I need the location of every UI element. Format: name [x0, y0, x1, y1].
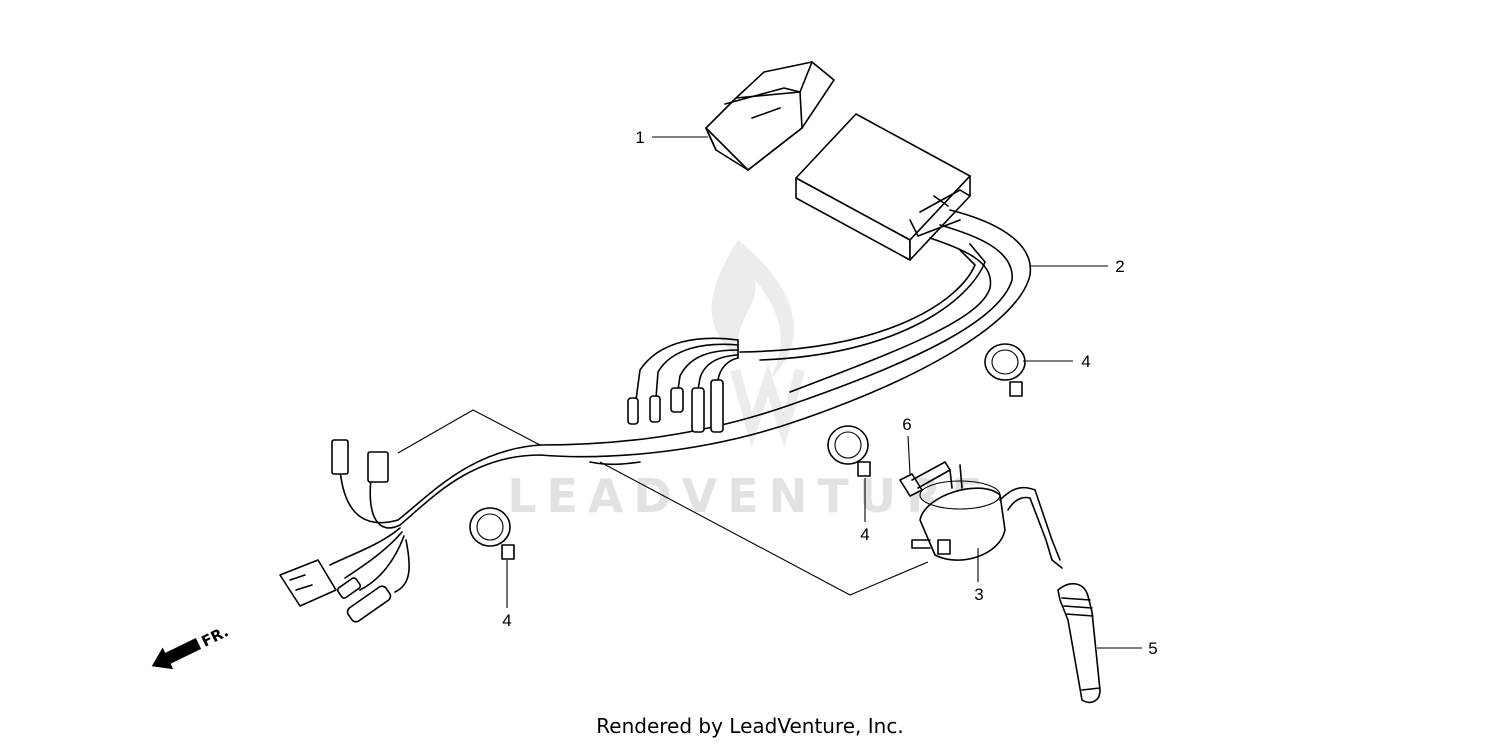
part-wire-harness[interactable]: [279, 209, 1032, 624]
callout-4-right: 4: [1081, 352, 1090, 371]
callout-2: 2: [1115, 257, 1124, 276]
part-clamp-left[interactable]: [469, 507, 515, 560]
callout-4-left: 4: [502, 611, 511, 630]
callout-3: 3: [974, 585, 983, 604]
callout-6: 6: [902, 415, 911, 434]
part-spark-plug-cap[interactable]: [1057, 583, 1101, 704]
callout-4-middle: 4: [860, 525, 869, 544]
bracket-line-lower: [599, 461, 929, 596]
callout-1: 1: [635, 128, 644, 147]
front-direction-arrow: FR.: [151, 622, 232, 670]
part-ignition-coil[interactable]: [911, 464, 1063, 569]
part-cdi-cover[interactable]: [705, 61, 835, 171]
bracket-line-upper: [397, 409, 541, 454]
part-cdi-unit[interactable]: [795, 113, 971, 261]
watermark: LEADVENTURE: [507, 240, 983, 523]
front-direction-label: FR.: [199, 622, 232, 650]
part-clamp-right[interactable]: [984, 343, 1026, 397]
callout-5: 5: [1148, 639, 1157, 658]
part-clamp-middle[interactable]: [827, 425, 871, 477]
rendered-by-credit: Rendered by LeadVenture, Inc.: [596, 714, 904, 738]
leader-lines: [506, 136, 1142, 649]
